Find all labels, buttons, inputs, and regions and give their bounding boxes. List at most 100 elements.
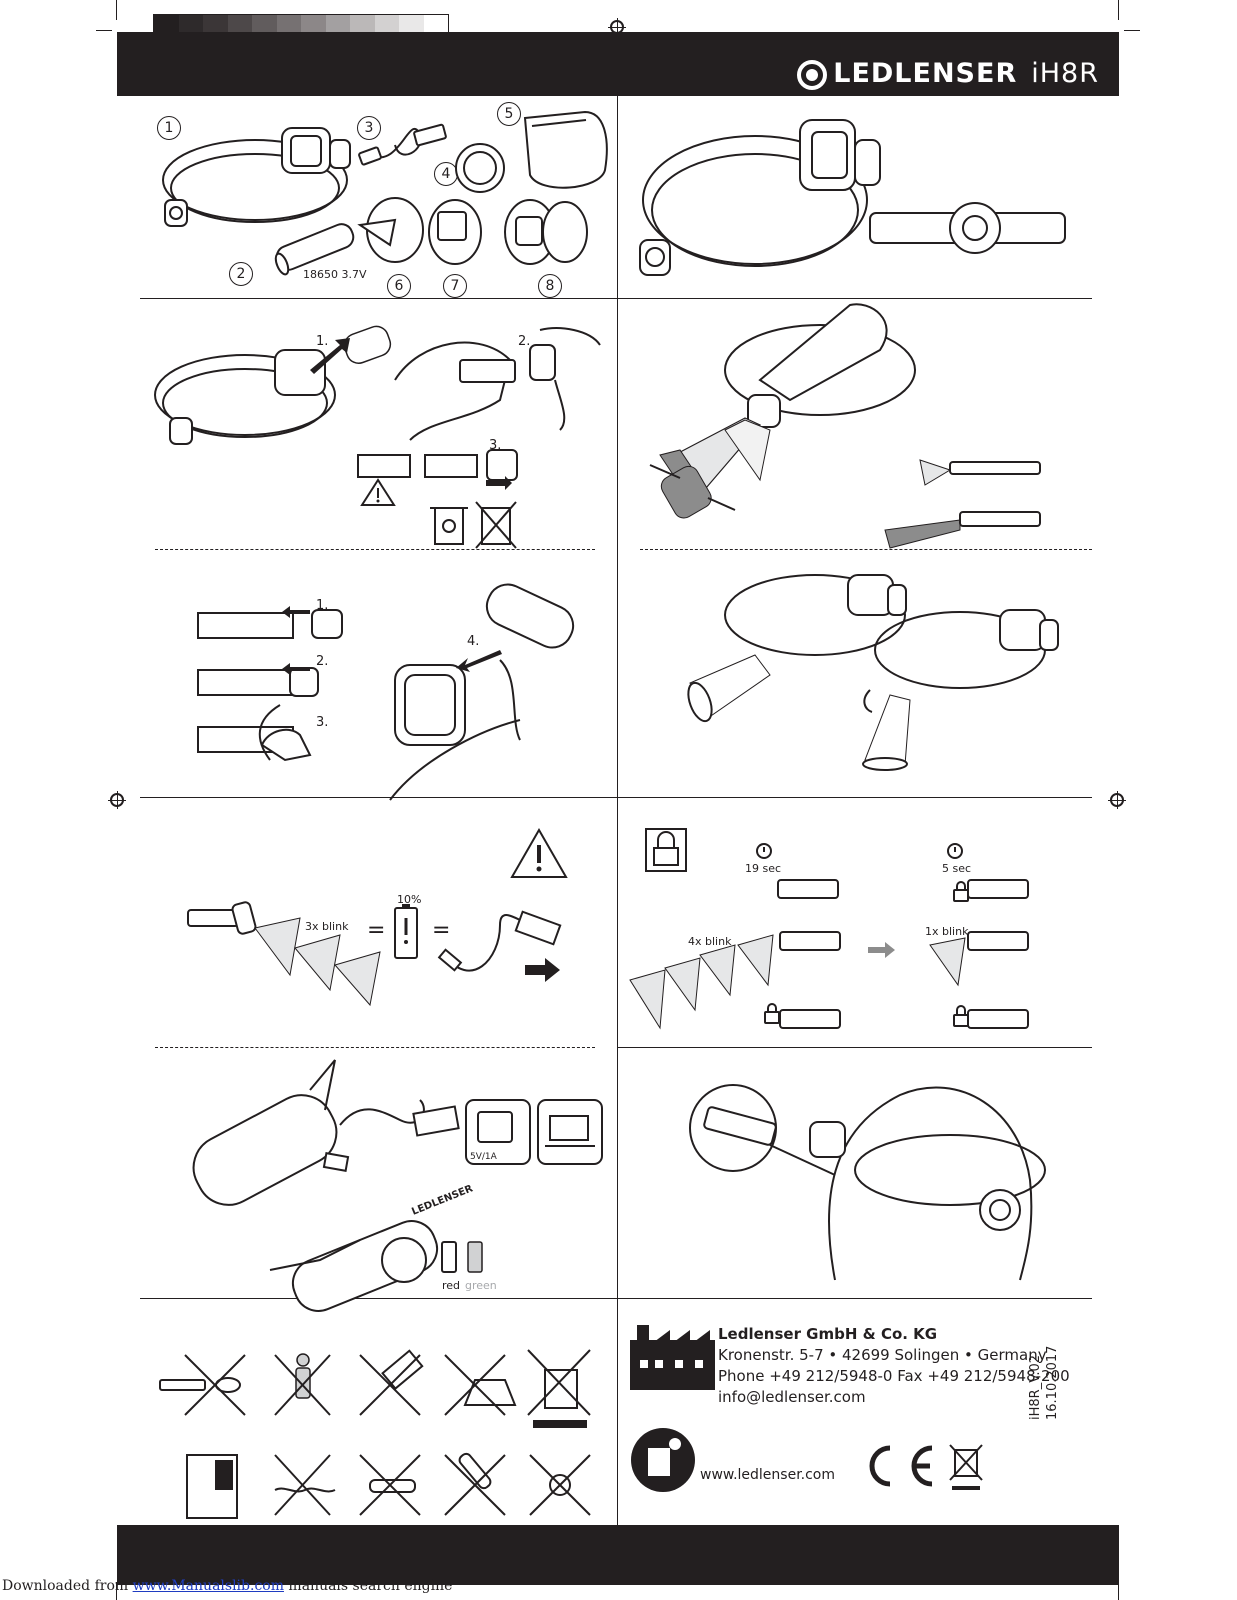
weee-bin-icon [949,1444,983,1490]
lock-time-19sec: 19 sec [745,862,782,875]
company-email[interactable]: info@ledlenser.com [718,1388,866,1406]
no-sunlight-icon [529,1454,591,1516]
battery-low-icon [394,904,418,959]
item-number-8: 8 [538,274,562,298]
headlamp-illustration-1 [162,127,351,227]
row-divider-right-3 [617,1047,1092,1048]
battery-removal-steps [197,606,343,762]
company-phone: Phone +49 212/5948-0 Fax +49 212/5948-20… [718,1367,1070,1385]
lock-blink-1x: 1x blink [925,925,969,938]
battery-10-percent-label: 10% [397,893,422,906]
indicator-green-label: green [465,1279,497,1292]
battery-18650-illustration [274,223,355,276]
equals-sign-1: = [367,918,386,943]
pouch-illustration [523,110,608,189]
charge-indicator-batteries [441,1241,483,1273]
center-divider [617,96,618,1525]
dashed-divider-left-2 [155,1047,595,1048]
wall-charger-icon [465,1099,531,1165]
battery-swap-hand [394,327,601,441]
company-address: Kronenstr. 5-7 • 42699 Solingen • German… [718,1346,1047,1364]
row-divider-2 [140,797,1092,798]
recycling-bin-icon [430,507,468,545]
battery-spec-label: 18650 3.7V [303,268,367,281]
download-footer: Downloaded from www.Manualslib.com manua… [2,1578,452,1594]
footer-prefix: Downloaded from [2,1578,129,1594]
lock-symbol-box [645,828,687,872]
no-disassembly-icon [359,1349,424,1416]
step-3-label: 3. [489,438,502,453]
remove-step-4-label: 4. [467,634,480,649]
no-looking-into-beam-icon [159,1354,246,1416]
footer-bar [117,1525,1119,1585]
factory-icon [630,1325,715,1390]
lock-time-5sec: 5 sec [942,862,972,875]
registration-mark-right [1108,791,1126,809]
ce-mark-icon [869,1445,933,1487]
remove-step-1-label: 1. [316,598,329,613]
no-trash-bin-icon [475,501,517,549]
remove-step-2-label: 2. [316,654,329,669]
focus-spot-flood-icons [884,459,1041,549]
row-divider-1 [140,298,1092,299]
headlamp-battery-install [389,583,575,801]
headlamp-illustration-2 [639,119,881,276]
no-water-icon [274,1454,336,1516]
headlamp-battery-insert [154,325,392,445]
equals-sign-2: = [432,918,451,943]
item-number-2: 2 [229,262,253,286]
company-info: Ledlenser GmbH & Co. KG Kronenstr. 5-7 •… [718,1324,1070,1408]
headlamp-focus-adjust [649,303,916,519]
remove-step-3-label: 3. [316,715,329,730]
step-2-label: 2. [518,334,531,349]
version-date: 16.10.2017 [1045,1345,1060,1420]
usb-cable-illustration [358,123,447,166]
headlamp-tilt [687,574,1059,771]
laptop-icon [537,1099,603,1165]
step-1-label: 1. [316,334,329,349]
headlamp-rear-view [869,202,1066,254]
dashed-divider-right-1 [640,549,1092,550]
diffuser-ring-illustration [455,143,505,193]
footer-suffix: manuals search engine [283,1578,453,1594]
usb-plug-icon [437,910,562,982]
item-number-5: 5 [497,102,521,126]
no-short-circuit-icon [359,1454,421,1516]
brand-name: LEDLENSER [833,58,1018,89]
charger-spec-label: 5V/1A [470,1152,497,1162]
brand-logo: LEDLENSER iH8R [797,58,1099,90]
blink-3x-label: 3x blink [305,920,349,933]
item-number-6: 6 [387,274,411,298]
warning-triangle-icon [510,827,568,878]
registration-mark-left [108,791,126,809]
company-website[interactable]: www.ledlenser.com [700,1467,836,1483]
no-children-icon [274,1353,331,1416]
read-manual-icon [631,1428,695,1492]
model-name: iH8R [1031,58,1099,89]
item-number-7: 7 [443,274,467,298]
version-info: iH8R_V.02 16.10.2017 [1027,1346,1061,1420]
warning-triangle-small-icon [360,478,396,506]
item-number-1: 1 [157,116,181,140]
manualslib-link[interactable]: www.Manualslib.com [132,1578,284,1594]
company-name: Ledlenser GmbH & Co. KG [718,1325,938,1343]
head-wearing-lamp [689,1084,1046,1281]
item-number-3: 3 [357,116,381,140]
battery-disposal-icon [527,1349,591,1428]
lock-sequence [629,843,1029,1030]
lamp-blink-3x [187,901,381,1007]
no-fire-icon [444,1452,506,1516]
ledlenser-logo-icon [797,59,828,90]
version-code: iH8R_V.02 [1028,1354,1043,1420]
row-divider-4 [140,1298,1092,1299]
lock-blink-4x: 4x blink [688,935,732,948]
battery-polarity-icon [186,1454,238,1519]
no-crushing-icon [444,1354,517,1416]
battery-charging-illustration [192,1059,460,1312]
indicator-red-label: red [442,1279,461,1292]
battery-cells-row [357,449,518,490]
header-bar [117,32,1119,96]
dashed-divider-left-1 [155,549,595,550]
mount-clips-illustration [357,197,588,265]
